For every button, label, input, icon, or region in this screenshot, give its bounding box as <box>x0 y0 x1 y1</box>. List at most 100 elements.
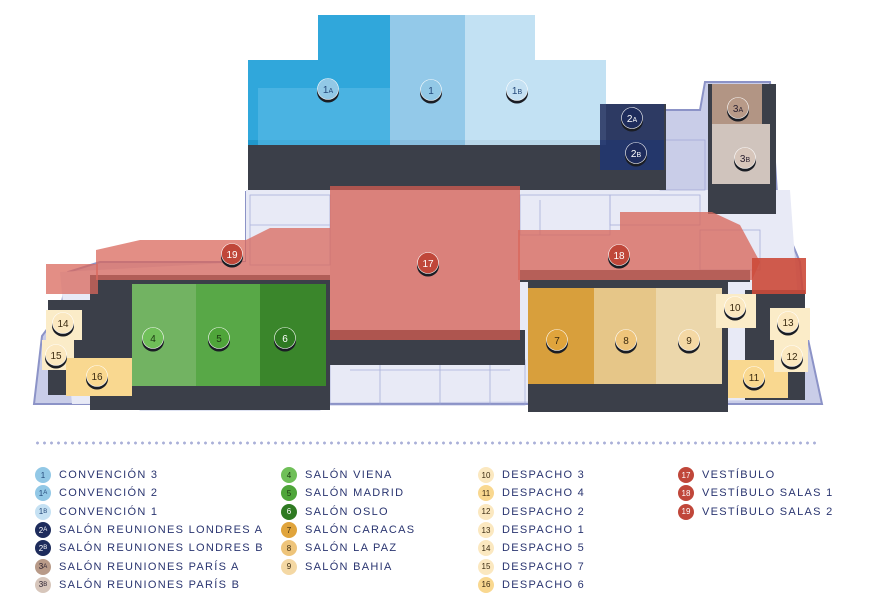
legend-badge: 5 <box>281 485 297 502</box>
marker-label: 15 <box>50 351 62 362</box>
marker-disc <box>546 329 568 351</box>
marker-label: 7 <box>554 336 560 347</box>
marker-label: 6 <box>282 334 288 345</box>
legend-label: CONVENCIÓN 2 <box>59 487 159 500</box>
marker-12[interactable]: 12 <box>781 345 803 370</box>
marker-1a[interactable]: 1A <box>317 78 339 103</box>
legend-badge: 14 <box>478 540 494 557</box>
marker-disc <box>506 79 528 101</box>
marker-7[interactable]: 7 <box>546 329 568 354</box>
marker-disc <box>274 327 296 349</box>
legend-label: SALÓN BAHIA <box>305 560 393 573</box>
legend-label: SALÓN MADRID <box>305 487 405 500</box>
marker-2b[interactable]: 2B <box>625 142 647 167</box>
marker-3b[interactable]: 3B <box>734 147 756 172</box>
legend-item: 19 VESTÍBULO SALAS 2 <box>678 503 834 521</box>
legend-label: SALÓN LA PAZ <box>305 542 398 555</box>
marker-disc <box>781 345 803 367</box>
floor-plan-map: 1A 1 1B 2A 2B 3A 3B 19 17 18 4 5 6 7 8 9 10 11 12 13 14 15 16 <box>32 15 824 412</box>
marker-disc <box>86 365 108 387</box>
marker-6[interactable]: 6 <box>274 327 296 352</box>
marker-disc <box>317 78 339 100</box>
marker-disc <box>724 296 746 318</box>
marker-disc <box>45 344 67 366</box>
marker-18[interactable]: 18 <box>608 244 630 269</box>
legend-label: DESPACHO 4 <box>502 487 586 500</box>
marker-14[interactable]: 14 <box>52 312 74 337</box>
marker-3a[interactable]: 3A <box>727 97 749 122</box>
legend-label: VESTÍBULO SALAS 2 <box>702 505 834 518</box>
marker-disc <box>608 244 630 266</box>
marker-disc <box>727 97 749 119</box>
zone-18-vestibulo-salas-1[interactable] <box>518 212 760 280</box>
legend-badge: 4 <box>281 467 297 484</box>
marker-disc <box>615 329 637 351</box>
legend-label: SALÓN REUNIONES PARÍS B <box>59 578 241 591</box>
legend-badge: 11 <box>478 485 494 502</box>
marker-9[interactable]: 9 <box>678 329 700 354</box>
marker-disc <box>208 327 230 349</box>
zone-19-vestibulo-salas-2[interactable] <box>96 228 330 280</box>
marker-19[interactable]: 19 <box>221 243 243 268</box>
legend-label: DESPACHO 7 <box>502 560 586 573</box>
zone-19-west-wing <box>46 264 98 294</box>
marker-label: 16 <box>91 372 103 383</box>
marker-4[interactable]: 4 <box>142 327 164 352</box>
marker-label: 19 <box>226 250 238 261</box>
zone-4-salon-viena[interactable] <box>132 284 196 386</box>
marker-label: 9 <box>686 336 692 347</box>
legend-label: DESPACHO 1 <box>502 524 586 537</box>
marker-disc <box>221 243 243 265</box>
legend-badge: 1 <box>35 467 51 484</box>
marker-disc <box>625 142 647 164</box>
marker-disc <box>777 311 799 333</box>
marker-label: 13 <box>782 318 794 329</box>
legend-label: DESPACHO 5 <box>502 542 586 555</box>
legend-label: SALÓN REUNIONES LONDRES B <box>59 542 264 555</box>
marker-label: 1 <box>428 86 434 97</box>
marker-label: 1B <box>512 86 523 97</box>
marker-disc <box>420 79 442 101</box>
marker-disc <box>678 329 700 351</box>
marker-2a[interactable]: 2A <box>621 107 643 132</box>
marker-13[interactable]: 13 <box>777 311 799 336</box>
legend-badge: 17 <box>678 467 694 484</box>
legend-label: DESPACHO 6 <box>502 578 586 591</box>
legend-badge: 15 <box>478 558 494 575</box>
marker-label: 8 <box>623 336 629 347</box>
marker-8[interactable]: 8 <box>615 329 637 354</box>
legend-label: SALÓN REUNIONES LONDRES A <box>59 524 264 537</box>
marker-label: 12 <box>786 352 798 363</box>
marker-1b[interactable]: 1B <box>506 79 528 104</box>
marker-label: 18 <box>613 251 625 262</box>
zone-1b-convencion-1[interactable] <box>465 15 606 145</box>
marker-label: 3B <box>740 154 751 165</box>
marker-label: 2A <box>627 114 638 125</box>
marker-1[interactable]: 1 <box>420 79 442 104</box>
marker-11[interactable]: 11 <box>743 366 765 391</box>
map-markers: 1A 1 1B 2A 2B 3A 3B 19 17 18 4 5 6 7 8 9 10 11 12 13 14 15 16 <box>45 78 803 391</box>
legend-label: DESPACHO 3 <box>502 469 586 482</box>
legend-badge: 16 <box>478 576 494 593</box>
marker-15[interactable]: 15 <box>45 344 67 369</box>
legend-badge: 6 <box>281 503 297 520</box>
legend-badge: 19 <box>678 503 694 520</box>
legend-label: SALÓN CARACAS <box>305 524 416 537</box>
marker-disc <box>743 366 765 388</box>
marker-5[interactable]: 5 <box>208 327 230 352</box>
marker-17[interactable]: 17 <box>417 252 439 277</box>
marker-label: 17 <box>422 259 434 270</box>
marker-10[interactable]: 10 <box>724 296 746 321</box>
marker-16[interactable]: 16 <box>86 365 108 390</box>
